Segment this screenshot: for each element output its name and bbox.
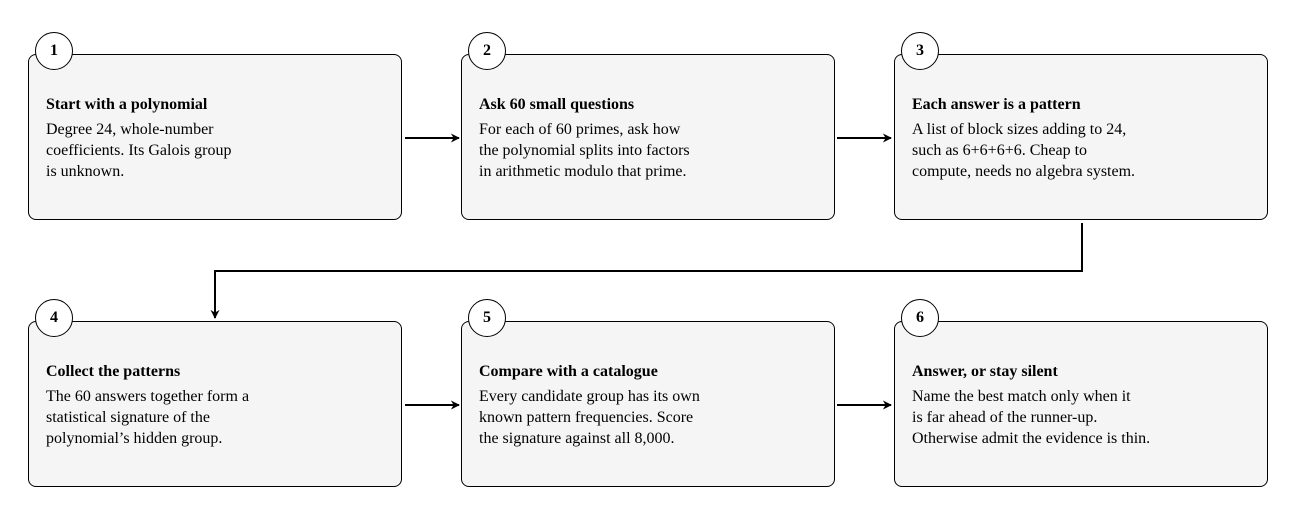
step-1-title: Start with a polynomial bbox=[46, 96, 208, 113]
step-2-title: Ask 60 small questions bbox=[479, 96, 635, 113]
step-5-title: Compare with a catalogue bbox=[479, 363, 658, 380]
step-3-line: A list of block sizes adding to 24, bbox=[912, 121, 1127, 138]
step-1-description: Degree 24, whole-number coefficients. It… bbox=[46, 119, 391, 182]
step-4-line: statistical signature of the bbox=[46, 409, 210, 426]
step-5-box: Compare with a catalogue Every candidate… bbox=[461, 321, 835, 487]
step-6-line: is far ahead of the runner-up. bbox=[912, 409, 1098, 426]
arrow-3-to-4 bbox=[210, 223, 1083, 319]
step-3-description: A list of block sizes adding to 24, such… bbox=[912, 119, 1257, 182]
step-5-number-badge: 5 bbox=[468, 299, 506, 337]
step-4-title: Collect the patterns bbox=[46, 363, 181, 380]
step-1-box: Start with a polynomial Degree 24, whole… bbox=[28, 54, 402, 220]
step-2-box: Ask 60 small questions For each of 60 pr… bbox=[461, 54, 835, 220]
step-5-description: Every candidate group has its own known … bbox=[479, 386, 824, 449]
step-3-box: Each answer is a pattern A list of block… bbox=[894, 54, 1268, 220]
step-1-number-badge: 1 bbox=[35, 32, 73, 70]
step-4-description: The 60 answers together form a statistic… bbox=[46, 386, 391, 449]
step-6-number-badge: 6 bbox=[901, 299, 939, 337]
step-2-number-badge: 2 bbox=[468, 32, 506, 70]
step-2-line: in arithmetic modulo that prime. bbox=[479, 163, 687, 180]
step-4-box: Collect the patterns The 60 answers toge… bbox=[28, 321, 402, 487]
step-5-line: Every candidate group has its own bbox=[479, 388, 700, 405]
step-6-title: Answer, or stay silent bbox=[912, 363, 1058, 380]
step-3-number-badge: 3 bbox=[901, 32, 939, 70]
step-5-line: the signature against all 8,000. bbox=[479, 430, 675, 447]
step-3-title: Each answer is a pattern bbox=[912, 96, 1081, 113]
step-2-description: For each of 60 primes, ask how the polyn… bbox=[479, 119, 824, 182]
step-5-line: known pattern frequencies. Score bbox=[479, 409, 694, 426]
step-3-line: compute, needs no algebra system. bbox=[912, 163, 1136, 180]
step-6-description: Name the best match only when it is far … bbox=[912, 386, 1257, 449]
step-4-line: The 60 answers together form a bbox=[46, 388, 250, 405]
step-6-line: Otherwise admit the evidence is thin. bbox=[912, 430, 1151, 447]
step-6-box: Answer, or stay silent Name the best mat… bbox=[894, 321, 1268, 487]
step-4-number-badge: 4 bbox=[35, 299, 73, 337]
step-1-line: Degree 24, whole-number bbox=[46, 121, 214, 138]
step-1-line: is unknown. bbox=[46, 163, 125, 180]
step-1-line: coefficients. Its Galois group bbox=[46, 142, 232, 159]
step-6-line: Name the best match only when it bbox=[912, 388, 1131, 405]
step-2-line: the polynomial splits into factors bbox=[479, 142, 690, 159]
step-2-line: For each of 60 primes, ask how bbox=[479, 121, 681, 138]
step-3-line: such as 6+6+6+6. Cheap to bbox=[912, 142, 1088, 159]
step-4-line: polynomial’s hidden group. bbox=[46, 430, 223, 447]
